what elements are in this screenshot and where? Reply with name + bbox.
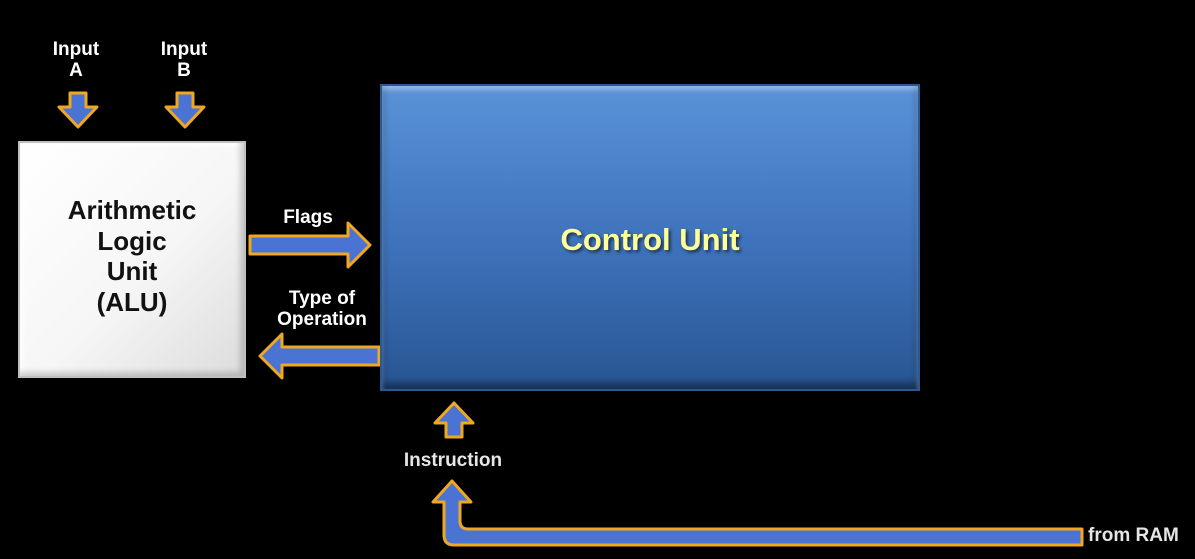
input-b-label-line2: B — [177, 59, 191, 81]
control-unit-box: Control Unit — [380, 84, 920, 391]
input-b-arrow — [164, 91, 206, 129]
input-b-label-line1: Input — [160, 39, 208, 60]
instruction-label: Instruction — [403, 450, 503, 471]
type-of-operation-line2: Operation — [277, 308, 367, 330]
type-of-operation-label: Type of Operation — [262, 288, 382, 331]
alu-label: Arithmetic Logic Unit (ALU) — [20, 195, 244, 318]
input-a-label: Input A — [44, 39, 108, 82]
instruction-arrow — [433, 401, 475, 439]
input-a-label-line2: A — [69, 59, 83, 81]
input-a-arrow — [57, 91, 99, 129]
from-ram-label: from RAM — [1088, 525, 1179, 546]
input-b-label: Input B — [152, 39, 216, 82]
flags-label: Flags — [283, 207, 333, 228]
alu-label-line2: Logic — [97, 225, 167, 256]
type-of-operation-line1: Type of — [288, 288, 356, 309]
alu-label-line3: Unit — [106, 256, 158, 287]
input-a-label-line1: Input — [52, 39, 100, 60]
flags-arrow — [248, 221, 372, 269]
alu-label-line4: (ALU) — [96, 287, 168, 318]
control-unit-label: Control Unit — [560, 222, 740, 257]
alu-box: Arithmetic Logic Unit (ALU) — [18, 141, 246, 378]
alu-label-line1: Arithmetic — [67, 195, 197, 225]
type-of-operation-arrow — [258, 332, 381, 380]
from-ram-arrow — [431, 479, 1084, 547]
